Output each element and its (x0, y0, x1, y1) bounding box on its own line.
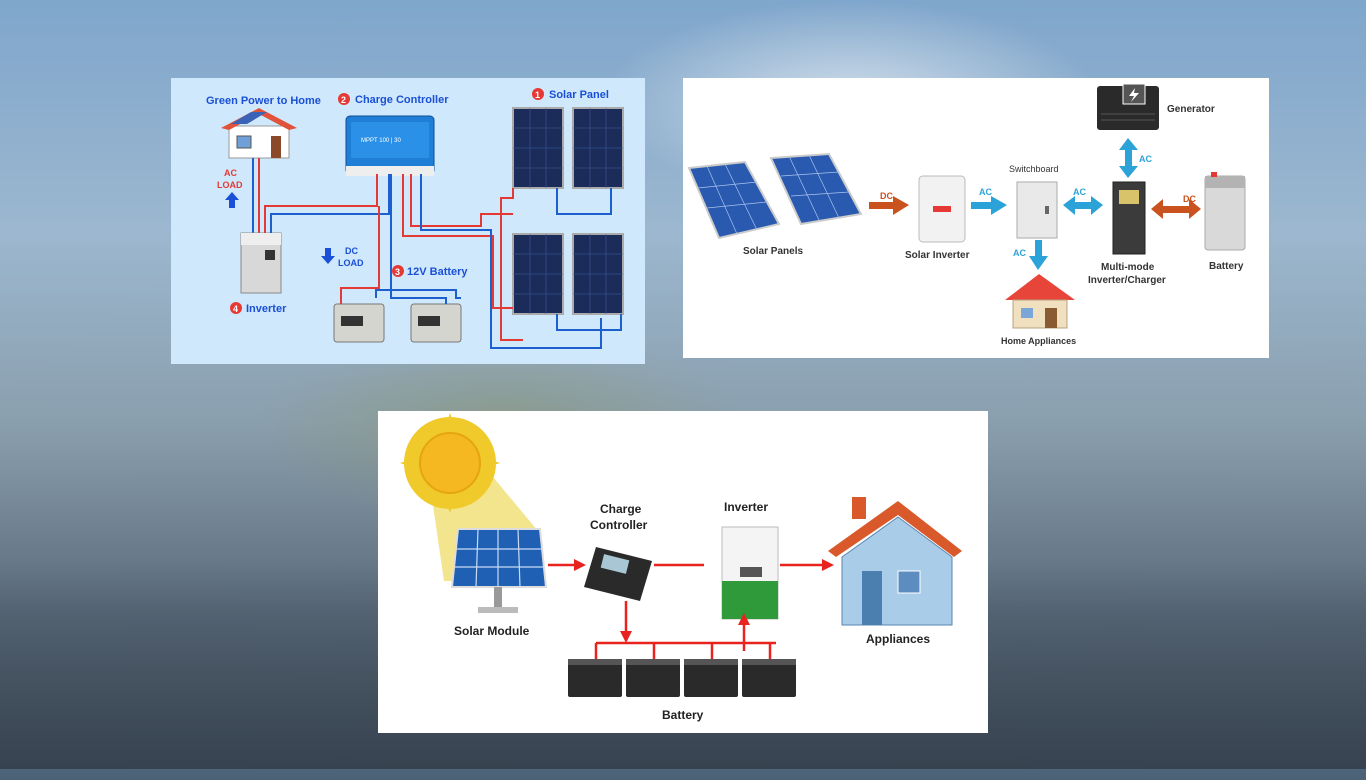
ac-label-3: AC (1013, 248, 1026, 258)
charge-controller-label: Charge (600, 502, 642, 516)
inverter-icon (721, 526, 779, 620)
dc-load-label: DC (345, 246, 358, 256)
solar-panels-icon (687, 152, 863, 240)
battery-label: Battery (1209, 261, 1244, 272)
off-grid-wiring-diagram: Green Power to Home AC LOAD 4 Inverter M… (171, 78, 645, 364)
ac-load-label: AC (224, 168, 237, 178)
double-arrow-icon (1151, 199, 1201, 219)
battery-bank (333, 303, 462, 343)
inverter-label: Inverter (246, 303, 287, 315)
battery-bank-icon (568, 659, 796, 697)
dc-label-1: DC (880, 191, 893, 201)
solar-panel-label: Solar Panel (549, 89, 609, 101)
arrow-right-icon (869, 196, 909, 215)
sun-icon (400, 413, 500, 513)
ac-label-4: AC (1139, 154, 1152, 164)
solar-module-label: Solar Module (454, 624, 530, 638)
arrow-right-icon (548, 559, 586, 571)
down-arrow-icon (321, 248, 335, 264)
arrow-right-icon (971, 196, 1007, 215)
inverter-label: Inverter (724, 500, 768, 514)
arrow-down-icon (620, 601, 632, 643)
charge-controller-icon (584, 547, 652, 601)
battery-number: 3 (395, 267, 400, 277)
solar-system-overview-diagram: Solar Module Charge Controller Inverter (378, 411, 988, 733)
appliances-label: Appliances (866, 632, 930, 646)
charge-controller-device: MPPT 100 | 30 (345, 115, 435, 176)
inverter-number: 4 (233, 304, 238, 314)
charge-controller-number: 2 (341, 95, 346, 105)
solar-panel-array (512, 107, 624, 315)
ac-label-1: AC (979, 187, 992, 197)
multimode-label-2: Inverter/Charger (1088, 275, 1166, 286)
arrow-up-icon (738, 613, 750, 651)
generator-label: Generator (1167, 104, 1215, 115)
battery-label: 12V Battery (407, 266, 468, 278)
multimode-inverter-icon (1112, 181, 1146, 255)
house-icon (221, 108, 297, 159)
charge-controller-label-2: Controller (590, 518, 648, 532)
inverter-device (240, 232, 282, 294)
solar-module-icon (450, 528, 548, 613)
solar-panel-number: 1 (535, 90, 540, 100)
switchboard-label: Switchboard (1009, 164, 1059, 174)
battery-icon (1204, 172, 1246, 251)
arrow-right-icon (780, 559, 834, 571)
solar-panels-label: Solar Panels (743, 246, 803, 257)
switchboard-icon (1016, 181, 1058, 239)
hybrid-system-diagram: Solar Panels DC Solar Inverter AC Switch… (683, 78, 1269, 358)
ac-label-2: AC (1073, 187, 1086, 197)
arrow-down-icon (1029, 240, 1048, 270)
solar-inverter-icon (918, 175, 966, 243)
home-icon (1005, 274, 1075, 329)
dc-label-2: DC (1183, 194, 1196, 204)
charge-controller-label: Charge Controller (355, 94, 449, 106)
ac-load-label-2: LOAD (217, 180, 243, 190)
generator-icon (1097, 83, 1159, 130)
home-appliances-label: Home Appliances (1001, 336, 1076, 346)
battery-label: Battery (662, 708, 704, 722)
vertical-double-arrow-icon (1119, 138, 1138, 178)
house-icon (828, 497, 962, 626)
solar-inverter-label: Solar Inverter (905, 250, 970, 261)
double-arrow-icon (1063, 196, 1103, 215)
controller-model-text: MPPT 100 | 30 (361, 138, 401, 144)
multimode-label: Multi-mode (1101, 262, 1155, 273)
up-arrow-icon (225, 192, 239, 208)
dc-load-label-2: LOAD (338, 258, 364, 268)
green-power-label: Green Power to Home (206, 95, 321, 107)
battery-wiring (594, 641, 776, 659)
